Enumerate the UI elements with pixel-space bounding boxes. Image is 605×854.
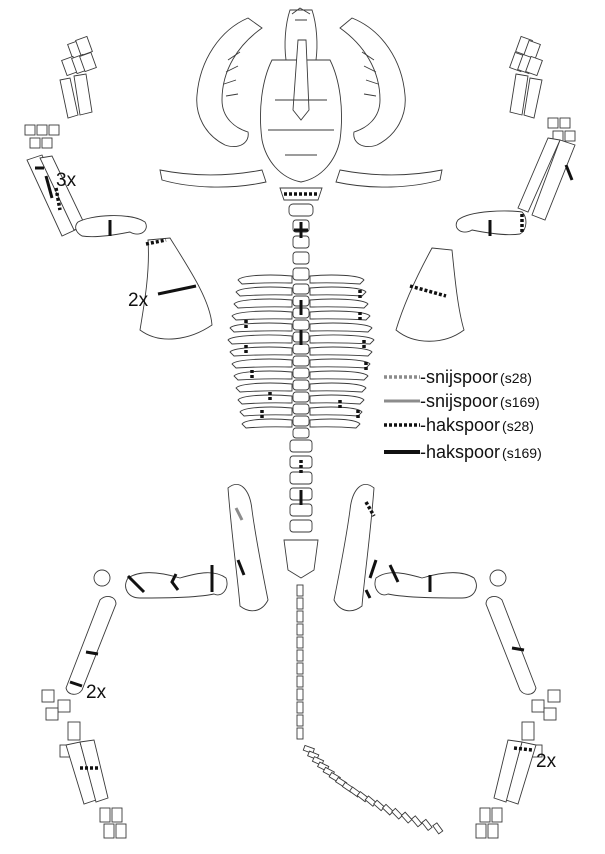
rib [310,383,366,392]
vertebra [293,284,309,294]
tail-vertebra [297,585,303,596]
rib [238,275,292,284]
tail-vertebra [401,812,411,823]
rib [242,419,292,428]
vertebra [293,380,309,390]
tail-vertebra [383,804,394,815]
rib [232,311,292,320]
right-forelimb [396,36,575,341]
legend-label: -snijspoor [420,391,498,411]
tail-vertebra [297,637,303,648]
rib [310,395,364,404]
rib [230,323,292,332]
legend-item: -snijspoor(s28) [384,367,532,387]
legend-label: -hakspoor [420,415,500,435]
legend-label: -snijspoor [420,367,498,387]
left-forelimb [25,36,212,339]
count-label-tibia: 2x [86,682,107,703]
tail-vertebra [374,800,385,810]
rib [310,347,372,356]
tail-vertebra [297,702,303,713]
rib [310,359,370,368]
count-label-scapula: 2x [128,290,149,311]
mark-tibia [86,652,98,654]
legend-code: (s169) [500,394,540,410]
rib [310,323,372,332]
vertebra [293,356,309,366]
mark-pelvis-right [370,560,376,578]
right-hindlimb [334,484,560,838]
mark-femur-right [366,590,370,598]
tail-vertebra [297,663,303,674]
vertebra [293,368,309,378]
rib [230,347,292,356]
legend-label: -hakspoor [420,442,500,462]
legend-item: -snijspoor(s169) [384,391,540,411]
rib [234,371,292,380]
rib [228,335,292,344]
legend-text: -hakspoor(s28) [420,415,534,435]
mark-radius-right [566,165,572,180]
rib [232,359,292,368]
tail-vertebra [297,650,303,661]
legend-item: -hakspoor(s28) [384,415,534,435]
vertebra [293,344,309,354]
legend-text: -snijspoor(s169) [420,391,540,411]
vertebra [293,404,309,414]
tail-vertebra [433,823,443,834]
legend-text: -snijspoor(s28) [420,367,532,387]
legend-code: (s169) [502,445,542,461]
count-label-radius: 3x [56,170,77,191]
rib [236,383,292,392]
rib [310,275,364,284]
left-hindlimb [42,484,268,838]
rib [310,287,366,296]
tail-vertebra [422,819,432,830]
legend-text: -hakspoor(s169) [420,442,542,462]
tail-vertebra [297,598,303,609]
rib [234,299,292,308]
tail-vertebra [297,624,303,635]
rib [310,299,368,308]
mark-tibia-right [512,648,524,650]
vertebra [293,416,309,426]
rib [238,395,292,404]
legend-item: -hakspoor(s169) [384,442,542,462]
rib [310,419,360,428]
tail-vertebra [297,715,303,726]
vertebra [293,320,309,330]
legend-code: (s28) [502,418,534,434]
tail-vertebra [297,676,303,687]
vertebra [293,392,309,402]
tail-vertebra [297,611,303,622]
tail-vertebra [297,728,303,739]
count-label-metatarsal: 2x [536,751,557,772]
rib [240,407,292,416]
rib [310,371,368,380]
skull [160,8,442,200]
tail-vertebra [297,689,303,700]
rib [236,287,292,296]
rib [310,407,362,416]
tail-vertebra [411,816,421,827]
legend: -snijspoor(s28) -snijspoor(s169) -hakspo… [384,367,542,462]
legend-code: (s28) [500,370,532,386]
tail-vertebra [392,808,403,819]
vertebra [293,428,309,438]
